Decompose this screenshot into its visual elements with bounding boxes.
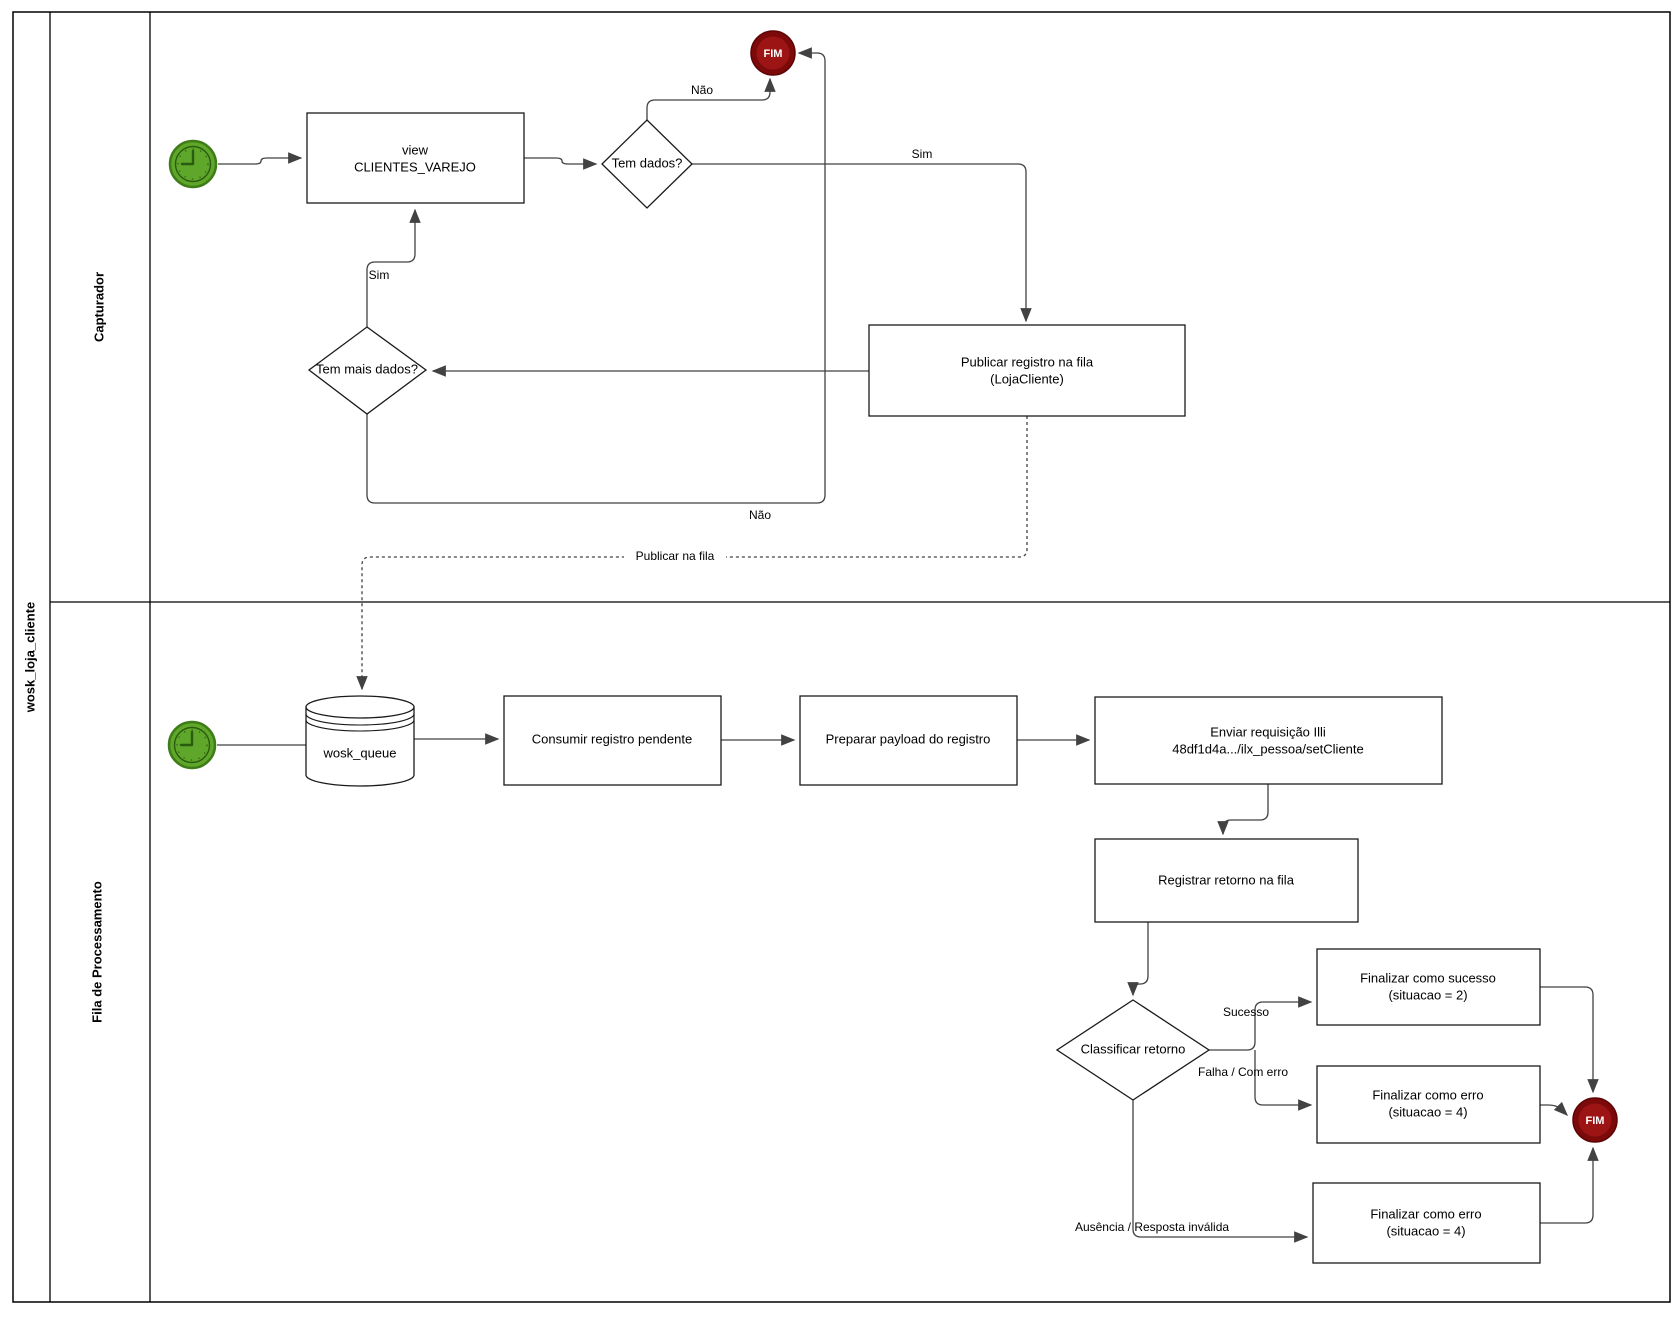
task-box[interactable] bbox=[1094, 838, 1359, 923]
gateway-label: Classificar retorno bbox=[1081, 1041, 1186, 1056]
cylinder-stripe-2 bbox=[305, 719, 415, 732]
end-label: FIM bbox=[764, 48, 783, 60]
edge-view-to-temdados[interactable] bbox=[524, 157, 598, 170]
task-box[interactable] bbox=[1316, 1065, 1541, 1144]
pool-border bbox=[12, 11, 1671, 1303]
task-label-line1: Publicar registro na fila bbox=[961, 354, 1094, 369]
gateway-classificar-retorno[interactable]: Classificar retorno bbox=[1055, 999, 1211, 1101]
end-label: FIM bbox=[1586, 1115, 1605, 1127]
task-label-line2: 48df1d4a.../ilx_pessoa/setCliente bbox=[1172, 741, 1364, 756]
edge-label-nao-loop: Não bbox=[749, 508, 771, 522]
datastore-wosk-queue[interactable]: wosk_queue bbox=[305, 695, 415, 787]
gateway-label: Tem dados? bbox=[612, 155, 683, 170]
task-label-line2: (situacao = 4) bbox=[1386, 1223, 1465, 1238]
edge-label-sim-loop: Sim bbox=[369, 268, 390, 282]
task-label-line1: Enviar requisição Illi bbox=[1210, 724, 1326, 739]
task-consumir-registro[interactable]: Consumir registro pendente bbox=[503, 695, 722, 786]
task-label: Registrar retorno na fila bbox=[1158, 872, 1295, 887]
edge-enviar-to-registrar[interactable] bbox=[1217, 784, 1269, 836]
task-box[interactable] bbox=[868, 324, 1186, 417]
edge-registrar-to-classificar[interactable] bbox=[1127, 922, 1149, 997]
pool-title: wosk_loja_cliente bbox=[22, 602, 37, 714]
edge-labels: Não Sim Sim Não Publicar na fila Sucesso… bbox=[369, 83, 1289, 1234]
end-core bbox=[1578, 1103, 1612, 1137]
cylinder-stripe-1 bbox=[305, 713, 415, 726]
edge-label-ausencia: Ausência / Resposta inválida bbox=[1075, 1220, 1229, 1234]
clock-icon bbox=[174, 145, 212, 183]
task-label-line2: CLIENTES_VAREJO bbox=[354, 159, 476, 174]
start-event-fila[interactable] bbox=[167, 720, 217, 770]
end-core bbox=[756, 36, 790, 70]
clock-icon bbox=[173, 726, 211, 764]
task-label: Consumir registro pendente bbox=[532, 731, 692, 746]
edge-start-to-view[interactable] bbox=[218, 152, 303, 165]
edge-temdados-nao-to-fim[interactable] bbox=[646, 77, 776, 120]
gateway-tem-mais-dados[interactable]: Tem mais dados? bbox=[307, 326, 428, 415]
task-registrar-retorno[interactable]: Registrar retorno na fila bbox=[1094, 838, 1359, 923]
edge-sucesso-to-fim[interactable] bbox=[1540, 986, 1599, 1094]
edge-erro2-to-fim[interactable] bbox=[1540, 1146, 1599, 1224]
edge-erro1-to-fim[interactable] bbox=[1540, 1101, 1569, 1117]
edge-temdados-sim-to-publicar[interactable] bbox=[692, 163, 1032, 323]
end-event-fim-top[interactable]: FIM bbox=[750, 30, 796, 76]
lane-label-capturador[interactable]: Capturador bbox=[91, 272, 106, 342]
task-box[interactable] bbox=[799, 695, 1018, 786]
gateway-diamond[interactable] bbox=[307, 326, 428, 415]
edge-classificar-ausencia[interactable] bbox=[1132, 1100, 1309, 1243]
gateway-diamond[interactable] bbox=[601, 119, 693, 209]
edge-classificar-sucesso[interactable] bbox=[1209, 996, 1313, 1051]
edge-temmaisdados-sim-to-view[interactable] bbox=[366, 208, 421, 327]
cylinder-top[interactable] bbox=[305, 695, 415, 719]
edge-label-sim-main: Sim bbox=[912, 147, 933, 161]
task-enviar-requisicao[interactable]: Enviar requisição Illi 48df1d4a.../ilx_p… bbox=[1094, 696, 1443, 785]
task-label-line2: (situacao = 4) bbox=[1388, 1104, 1467, 1119]
task-preparar-payload[interactable]: Preparar payload do registro bbox=[799, 695, 1018, 786]
task-box[interactable] bbox=[1316, 948, 1541, 1026]
lane-label-fila-processamento[interactable]: Fila de Processamento bbox=[89, 881, 104, 1023]
edge-label-nao-top: Não bbox=[691, 83, 713, 97]
task-label: Preparar payload do registro bbox=[826, 731, 991, 746]
gateway-tem-dados[interactable]: Tem dados? bbox=[601, 119, 693, 209]
edge-classificar-falha[interactable] bbox=[1254, 1050, 1313, 1111]
task-label-line2: (situacao = 2) bbox=[1388, 987, 1467, 1002]
task-label-line2: (LojaCliente) bbox=[990, 371, 1064, 386]
edge-temmaisdados-nao-to-fim[interactable] bbox=[366, 47, 826, 504]
datastore-label: wosk_queue bbox=[323, 745, 397, 760]
task-box[interactable] bbox=[1312, 1182, 1541, 1264]
gateway-label: Tem mais dados? bbox=[316, 361, 418, 376]
task-finalizar-erro-2[interactable]: Finalizar como erro (situacao = 4) bbox=[1312, 1182, 1541, 1264]
task-box[interactable] bbox=[306, 112, 525, 204]
gateway-diamond[interactable] bbox=[1055, 999, 1211, 1101]
cylinder-body[interactable] bbox=[305, 707, 415, 787]
task-view-clientes-varejo[interactable]: view CLIENTES_VAREJO bbox=[306, 112, 525, 204]
pool: wosk_loja_cliente Capturador Fila de Pro… bbox=[12, 11, 1671, 1303]
edge-label-bg bbox=[624, 548, 726, 565]
start-event-capturador[interactable] bbox=[168, 139, 218, 189]
task-label-line1: Finalizar como erro bbox=[1370, 1206, 1481, 1221]
edge-label-sucesso: Sucesso bbox=[1223, 1005, 1269, 1019]
task-finalizar-erro-1[interactable]: Finalizar como erro (situacao = 4) bbox=[1316, 1065, 1541, 1144]
task-publicar-registro[interactable]: Publicar registro na fila (LojaCliente) bbox=[868, 324, 1186, 417]
task-box[interactable] bbox=[1094, 696, 1443, 785]
task-finalizar-sucesso[interactable]: Finalizar como sucesso (situacao = 2) bbox=[1316, 948, 1541, 1026]
edge-label-publicar-na-fila: Publicar na fila bbox=[636, 549, 715, 563]
task-box[interactable] bbox=[503, 695, 722, 786]
edge-label-falha: Falha / Com erro bbox=[1198, 1065, 1288, 1079]
task-label-line1: Finalizar como sucesso bbox=[1360, 970, 1496, 985]
end-event-fim-bottom[interactable]: FIM bbox=[1572, 1097, 1618, 1143]
task-label-line1: Finalizar como erro bbox=[1372, 1087, 1483, 1102]
task-label-line1: view bbox=[402, 142, 429, 157]
